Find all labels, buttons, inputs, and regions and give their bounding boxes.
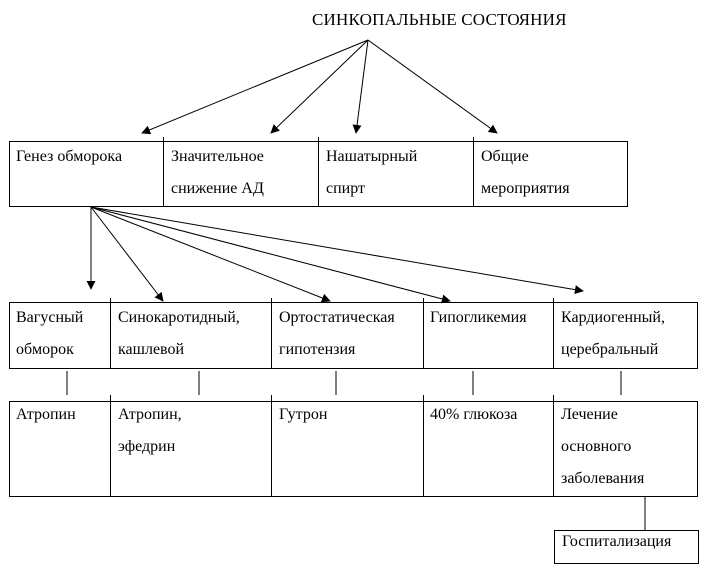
middle-cell-carotid: Синокаротидный, кашлевой (111, 298, 272, 369)
hospitalization-label: Госпитализация (562, 533, 672, 550)
arrow-to-hypoglycemia (90, 206, 451, 304)
top-cell-genesis: Генез обморока (9, 137, 164, 207)
bottom-cell-atropine-ephedrine: Атропин, эфедрин (111, 395, 272, 497)
bottom-cell-treatment: Лечение основного заболевания (561, 406, 645, 487)
middle-cell-hypoglycemia: Гипогликемия (424, 298, 554, 369)
middle-cell-vagal: Вагусный обморок (9, 298, 111, 369)
bottom-cell-atropine: Атропин (9, 395, 111, 497)
arrow-to-general (367, 39, 498, 134)
arrow-to-carotid (90, 206, 164, 302)
middle-cell-cardiogenic: Кардиогенный, церебральный (561, 309, 665, 358)
arrow-to-orthostatic (90, 206, 331, 303)
bottom-cell-glucose: 40% глюкоза (424, 395, 554, 497)
arrow-to-genesis (141, 39, 369, 135)
bottom-row-box (9, 401, 698, 497)
middle-row-box (9, 302, 698, 369)
arrow-to-bp-drop (270, 39, 369, 134)
top-cell-ammonia: Нашатырный спирт (319, 137, 474, 207)
hospitalization-box (554, 530, 699, 564)
top-cell-general: Общие мероприятия (481, 148, 570, 197)
arrow-to-ammonia (352, 39, 369, 134)
middle-cell-orthostatic: Ортостатическая гипотензия (272, 298, 424, 369)
bottom-cell-gutron: Гутрон (272, 395, 424, 497)
diagram-title: СИНКОПАЛЬНЫЕ СОСТОЯНИЯ (312, 10, 567, 29)
top-cell-bp-drop: Значительное снижение АД (164, 137, 319, 207)
arrow-to-cardiogenic (90, 206, 584, 295)
